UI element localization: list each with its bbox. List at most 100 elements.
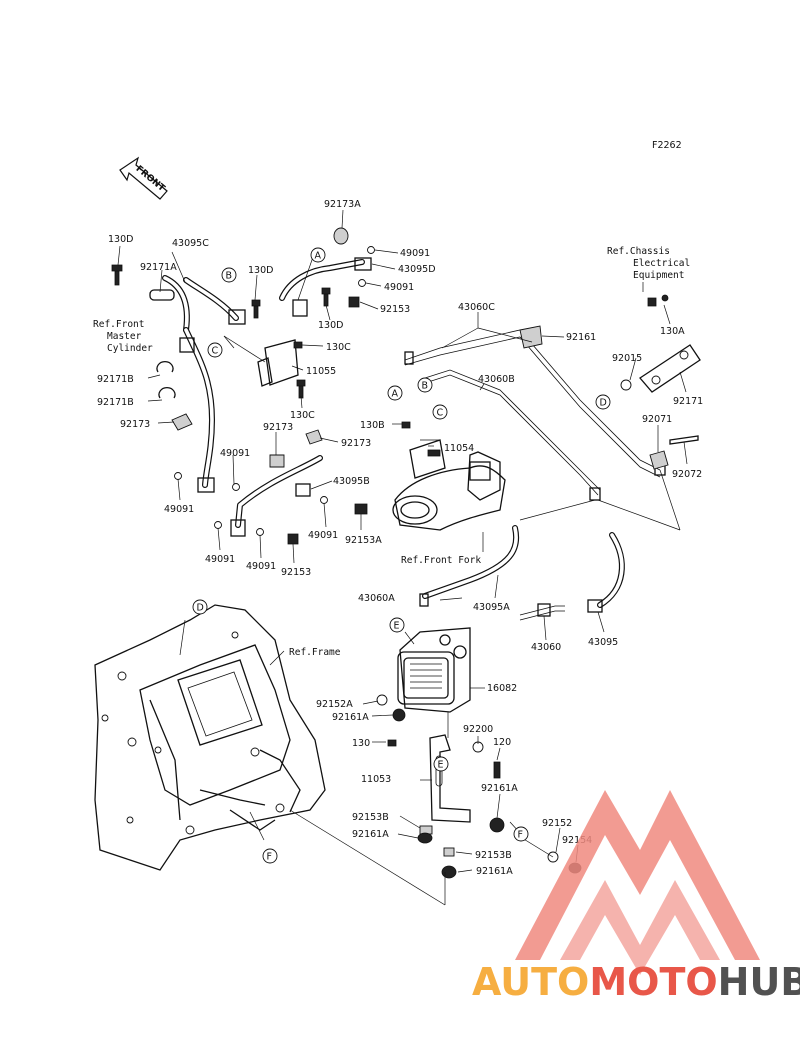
- part-130c-1: 130C: [326, 342, 351, 353]
- part-43060a: 43060A: [358, 593, 395, 604]
- callout-f-2: [513, 826, 529, 842]
- part-92153b-2: 92153B: [475, 850, 512, 861]
- watermark-hub: HUB: [718, 960, 800, 1004]
- callout-d-1-label: D: [600, 398, 607, 409]
- callout-e-1: [389, 617, 405, 633]
- ref-chassis-1: Ref.Chassis: [607, 246, 670, 257]
- part-43095b: 43095B: [333, 476, 370, 487]
- part-92173-2: 92173: [263, 422, 293, 433]
- callout-d-1: [595, 394, 611, 410]
- part-92173-3: 92173: [341, 438, 371, 449]
- callout-a-2-label: A: [392, 389, 399, 400]
- part-16082: 16082: [487, 683, 517, 694]
- callout-e-1-label: E: [394, 621, 400, 632]
- callout-e-2-label: E: [438, 760, 444, 771]
- callout-a-1-label: A: [315, 251, 322, 262]
- callout-c-1: [207, 342, 223, 358]
- part-labels: 130D 43095C 92171A 130D 92173A 49091 430…: [97, 199, 703, 877]
- part-92161a-3: 92161A: [352, 829, 389, 840]
- part-49091-5: 49091: [308, 530, 338, 541]
- part-92173a: 92173A: [324, 199, 361, 210]
- ref-master-cylinder-2: Master: [107, 331, 142, 342]
- abs-bracket: [289, 694, 582, 906]
- part-92171b-1: 92171B: [97, 374, 134, 385]
- part-130b: 130B: [360, 420, 385, 431]
- callout-b-1-label: B: [226, 271, 233, 282]
- part-43060: 43060: [531, 642, 561, 653]
- part-11053: 11053: [361, 774, 391, 785]
- svg-text:AUTOMOTOHUB: AUTOMOTOHUB: [472, 960, 800, 1004]
- callout-f-1: [262, 848, 278, 864]
- part-49091-3: 49091: [220, 448, 250, 459]
- part-92161a-4: 92161A: [476, 866, 513, 877]
- ref-frame: Ref.Frame: [289, 647, 341, 658]
- part-92152a: 92152A: [316, 699, 353, 710]
- watermark-moto: MOTO: [589, 960, 717, 1004]
- right-brake-lines: [401, 294, 701, 621]
- part-49091-7: 49091: [246, 561, 276, 572]
- callout-f-1-label: F: [267, 852, 272, 863]
- diagram-code: F2262: [652, 140, 682, 151]
- part-92153-2: 92153: [281, 567, 311, 578]
- watermark-logo: AUTOMOTOHUB: [472, 790, 800, 1004]
- right-leaders: [392, 282, 688, 641]
- ref-front-fork: Ref.Front Fork: [401, 555, 481, 566]
- callout-c-2: [432, 404, 448, 420]
- callout-d-2-label: D: [197, 603, 204, 614]
- frame-section: [94, 604, 326, 871]
- part-92153-1: 92153: [380, 304, 410, 315]
- callout-circles: A B C A B C D D E E F F: [192, 247, 611, 864]
- upper-left-hoses: [111, 227, 375, 545]
- part-92171: 92171: [673, 396, 703, 407]
- callout-e-2: [433, 756, 449, 772]
- part-49091-6: 49091: [205, 554, 235, 565]
- part-92015: 92015: [612, 353, 642, 364]
- part-92072: 92072: [672, 469, 702, 480]
- abs-unit: [397, 627, 485, 713]
- part-49091-1: 49091: [400, 248, 430, 259]
- part-43095c: 43095C: [172, 238, 209, 249]
- part-130d-1: 130D: [108, 234, 133, 245]
- part-43095: 43095: [588, 637, 618, 648]
- ref-master-cylinder-3: Cylinder: [107, 343, 153, 354]
- front-arrow-icon: FRONT: [119, 156, 168, 200]
- ref-master-cylinder-1: Ref.Front: [93, 319, 144, 330]
- part-11055: 11055: [306, 366, 336, 377]
- callout-a-2: [387, 385, 403, 401]
- leader-lines: [117, 209, 399, 564]
- watermark-auto: AUTO: [472, 960, 589, 1004]
- part-92161a-1: 92161A: [332, 712, 369, 723]
- callout-a-1: [310, 247, 326, 263]
- part-92153a-1: 92153A: [345, 535, 382, 546]
- part-49091-4: 49091: [164, 504, 194, 515]
- part-92071: 92071: [642, 414, 672, 425]
- part-92173-1: 92173: [120, 419, 150, 430]
- part-92154: 92154: [562, 835, 592, 846]
- part-130d-2: 130D: [248, 265, 273, 276]
- part-130a: 130A: [660, 326, 685, 337]
- part-11054: 11054: [444, 443, 474, 454]
- part-43095a: 43095A: [473, 602, 510, 613]
- callout-b-2: [417, 377, 433, 393]
- part-92153b-1: 92153B: [352, 812, 389, 823]
- part-43060c: 43060C: [458, 302, 495, 313]
- front-fork-bracket: [392, 439, 506, 531]
- part-130c-2: 130C: [290, 410, 315, 421]
- ref-chassis-3: Equipment: [633, 270, 684, 281]
- callout-f-2-label: F: [518, 830, 523, 841]
- part-49091-2: 49091: [384, 282, 414, 293]
- part-130: 130: [352, 738, 370, 749]
- part-130d-3: 130D: [318, 320, 343, 331]
- callout-c-1-label: C: [212, 346, 219, 357]
- callout-d-2: [192, 599, 208, 615]
- part-92171a: 92171A: [140, 262, 177, 273]
- part-92152: 92152: [542, 818, 572, 829]
- callout-c-2-label: C: [437, 408, 444, 419]
- part-120: 120: [493, 737, 511, 748]
- callout-b-1: [221, 267, 237, 283]
- reference-labels: Ref.Front Master Cylinder Ref.Chassis El…: [93, 246, 690, 658]
- ref-chassis-2: Electrical: [633, 258, 690, 269]
- part-92161: 92161: [566, 332, 596, 343]
- part-43095d: 43095D: [398, 264, 436, 275]
